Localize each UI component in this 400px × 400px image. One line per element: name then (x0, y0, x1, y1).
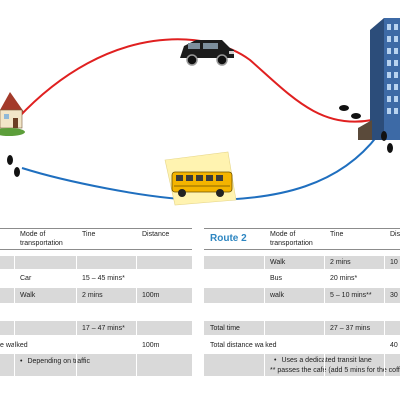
note-text: • Depending on traffic (20, 357, 90, 366)
column-divider (14, 256, 15, 376)
total-walked-row: Total distance walked 40 (204, 338, 400, 352)
route-2-title: Route 2 (210, 233, 247, 244)
header-distance: Distance (142, 231, 170, 238)
table-row: walk 5 – 10 mins** 30 (204, 288, 400, 303)
total-time-row: Total time 27 – 37 mins (204, 321, 400, 335)
cell-time: 2 mins (330, 259, 351, 266)
cell-distance: 30 (390, 292, 398, 299)
table-row (0, 256, 192, 269)
table-row: Car 15 – 45 mins* (0, 270, 192, 286)
total-walked-value: 100m (142, 342, 160, 349)
header-time: Tine (330, 231, 344, 238)
header-mode: Mode of transportation (270, 231, 313, 247)
cell-mode: Bus (270, 275, 283, 282)
note-row: • Depending on traffic (0, 354, 192, 376)
header-time: Tine (82, 231, 96, 238)
route-illustration (0, 18, 400, 206)
note-passes-cafe: ** passes the café (add 5 mins for the c… (270, 367, 400, 374)
bullet-icon: • (274, 357, 277, 364)
total-walked-value: 40 (390, 342, 398, 349)
table-header-row: Mode of transportation Tine Distance (0, 228, 192, 250)
route-2-table: Route 2 Mode of transportation Tine Dis … (204, 226, 400, 376)
table-row (0, 304, 192, 318)
column-divider (76, 256, 77, 376)
cell-time: 2 mins (82, 292, 103, 299)
car-icon (180, 40, 234, 66)
table-header-row: Route 2 Mode of transportation Tine Dis (204, 228, 400, 250)
footprints-icon (339, 105, 393, 153)
cell-time: 5 – 10 mins** (330, 292, 372, 299)
footprints-icon (7, 155, 20, 177)
table-row: 17 – 47 mins* (0, 321, 192, 335)
total-walked-label: e walked (0, 342, 28, 349)
column-divider (136, 256, 137, 376)
note-row: • Uses a dedicated transit lane ** passes… (204, 354, 400, 376)
house-icon (0, 92, 25, 136)
cell-mode: walk (270, 292, 285, 299)
note-text-1: • Uses a dedicated transit lane (274, 356, 372, 365)
school-bus-icon (164, 151, 237, 206)
total-walked-row: e walked 100m (0, 338, 192, 352)
cell-time: 20 mins* (330, 275, 358, 282)
total-time-value: 27 – 37 mins (330, 325, 371, 332)
cell-mode: Car (20, 275, 32, 282)
note-depending-on-traffic: Depending on traffic (27, 358, 90, 365)
table-row: Walk 2 mins 100m (0, 288, 192, 303)
table-row (204, 304, 400, 318)
note-dedicated-lane: Uses a dedicated transit lane (281, 357, 372, 364)
column-divider (384, 256, 385, 376)
column-divider (324, 256, 325, 376)
route-1-table: Mode of transportation Tine Distance Car… (0, 226, 192, 376)
car-route-line (17, 38, 373, 123)
cell-time: 15 – 45 mins* (82, 275, 125, 282)
bullet-icon: • (20, 358, 23, 365)
cell-mode: Walk (20, 292, 36, 299)
total-walked-label: Total distance walked (210, 342, 277, 349)
office-building-icon (358, 18, 400, 140)
cell-distance: 10 (390, 259, 398, 266)
total-time-label: Total time (210, 325, 240, 332)
cell-mode: Walk (270, 259, 286, 266)
header-mode: Mode of transportation (20, 231, 63, 247)
cell-distance: 100m (142, 292, 160, 299)
cell-time: 17 – 47 mins* (82, 325, 125, 332)
table-row: Bus 20 mins* (204, 270, 400, 286)
table-row: Walk 2 mins 10 (204, 256, 400, 269)
header-distance: Dis (390, 231, 400, 238)
column-divider (264, 256, 265, 376)
